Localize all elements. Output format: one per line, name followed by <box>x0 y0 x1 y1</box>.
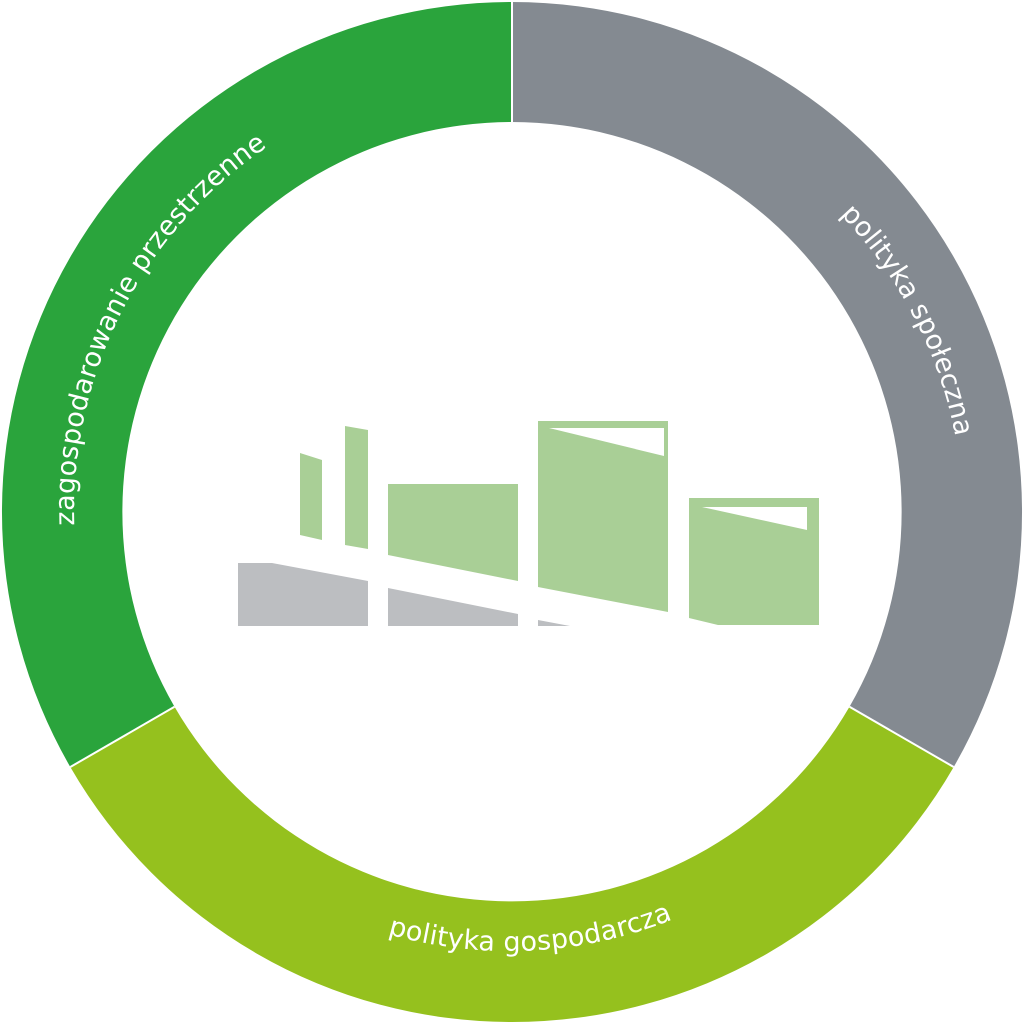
building-logo-window-cutouts <box>549 428 807 530</box>
ring-separators <box>69 2 955 768</box>
building-logo-gray-blocks <box>238 563 570 626</box>
building-logo-green-blocks <box>300 421 819 625</box>
ring-segment-spatial-planning <box>1 1 513 767</box>
ring-segment-economic-policy <box>70 706 954 1023</box>
ring-segment-social-policy <box>512 1 1023 767</box>
building-logo <box>238 421 819 626</box>
